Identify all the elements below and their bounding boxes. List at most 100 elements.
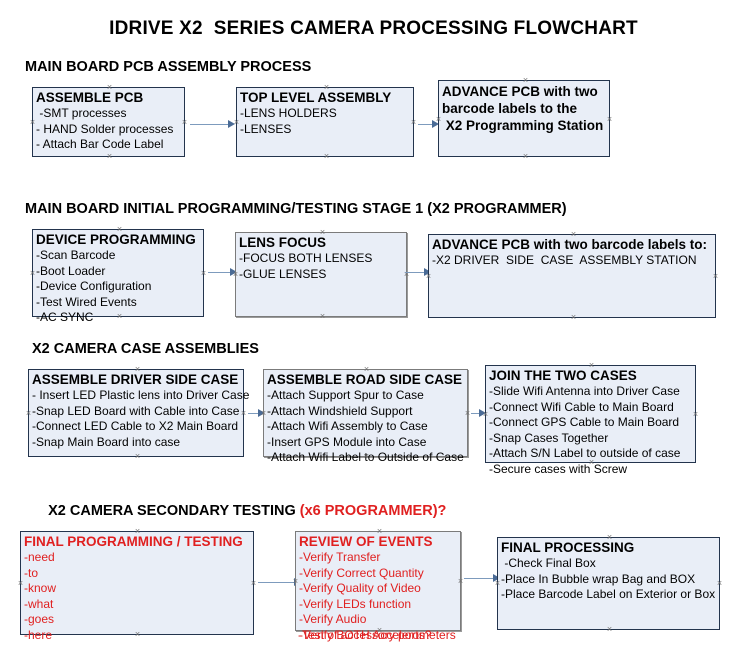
box-line: -Verify BOTH Accelerometers — [299, 627, 456, 642]
handle-left[interactable] — [233, 119, 240, 126]
handle-top[interactable] — [570, 231, 577, 238]
box-line: -Connect Wifi Cable to Main Board — [489, 399, 674, 414]
box-line: -Connect GPS Cable to Main Board — [489, 415, 680, 429]
handle-right[interactable] — [692, 411, 699, 418]
section-header-case-assemblies: X2 CAMERA CASE ASSEMBLIES — [32, 341, 259, 357]
box-line: -know — [24, 581, 57, 595]
box-final-programming-testing[interactable]: FINAL PROGRAMMING / TESTING -need -to -k… — [17, 528, 257, 642]
handle-bottom[interactable] — [570, 314, 577, 321]
handle-right[interactable] — [410, 119, 417, 126]
box-line: -Boot Loader — [36, 263, 106, 278]
box-line: -Verify Quality of Video — [299, 581, 421, 595]
connector-pcb-to-top-level — [190, 124, 230, 125]
box-title: ASSEMBLE DRIVER SIDE CASE — [32, 372, 239, 387]
box-line: -here — [24, 627, 53, 642]
section-header-label: X2 CAMERA SECONDARY TESTING — [48, 503, 300, 519]
box-line: -to — [24, 565, 39, 580]
handle-bottom[interactable] — [522, 153, 529, 160]
handle-top[interactable] — [116, 226, 123, 233]
handle-right[interactable] — [240, 410, 247, 417]
handle-left[interactable] — [17, 580, 24, 587]
box-line: -Snap Main Board into case — [32, 434, 181, 449]
box-line: -goes — [24, 612, 55, 626]
handle-left[interactable] — [25, 410, 32, 417]
handle-top[interactable] — [323, 84, 330, 91]
box-line: - Insert LED Plastic lens into Driver Ca… — [32, 388, 250, 402]
box-final-processing[interactable]: FINAL PROCESSING -Check Final Box -Place… — [497, 537, 720, 630]
handle-left[interactable] — [425, 273, 432, 280]
handle-right[interactable] — [250, 580, 257, 587]
handle-top[interactable] — [588, 362, 595, 369]
section-header-initial-programming: MAIN BOARD INITIAL PROGRAMMING/TESTING S… — [25, 201, 567, 217]
box-line: -X2 DRIVER SIDE CASE ASSEMBLY STATION — [432, 253, 697, 267]
box-review-of-events[interactable]: REVIEW OF EVENTS -Verify Transfer -Verif… — [292, 528, 464, 642]
box-title: TOP LEVEL ASSEMBLY — [240, 90, 392, 105]
handle-bottom[interactable] — [319, 313, 326, 320]
box-title: REVIEW OF EVENTS — [299, 534, 433, 549]
handle-right[interactable] — [606, 116, 613, 123]
handle-top[interactable] — [134, 528, 141, 535]
handle-top[interactable] — [606, 534, 613, 541]
box-assemble-road-side-case[interactable]: ASSEMBLE ROAD SIDE CASE -Attach Support … — [260, 366, 471, 464]
box-line: -Check Final Box — [501, 556, 596, 570]
box-line: -Connect LED Cable to X2 Main Board — [32, 419, 239, 433]
box-line: -Attach Windshield Support — [267, 403, 413, 418]
connector-driver-to-road-side — [248, 413, 262, 414]
handle-left[interactable] — [29, 270, 36, 277]
box-line: -Attach S/N Label to outside of case — [489, 446, 681, 460]
handle-top[interactable] — [106, 84, 113, 91]
handle-left[interactable] — [29, 119, 36, 126]
box-device-programming[interactable]: DEVICE PROGRAMMING -Scan Barcode -Boot L… — [29, 226, 207, 324]
box-line: -AC SYNC — [36, 310, 94, 324]
handle-left[interactable] — [435, 116, 442, 123]
handle-top[interactable] — [134, 366, 141, 373]
box-advance-pcb-driver-side[interactable]: ADVANCE PCB with two barcode labels to: … — [428, 234, 716, 318]
box-line: -GLUE LENSES — [239, 266, 327, 281]
handle-bottom[interactable] — [134, 453, 141, 460]
box-line: -LENS HOLDERS — [240, 106, 337, 120]
box-line: -Attach Support Spur to Case — [267, 388, 424, 402]
box-lens-focus[interactable]: LENS FOCUS -FOCUS BOTH LENSES -GLUE LENS… — [235, 232, 407, 317]
box-join-the-two-cases[interactable]: JOIN THE TWO CASES -Slide Wifi Antenna i… — [482, 362, 699, 476]
box-title: LENS FOCUS — [239, 235, 327, 250]
handle-right[interactable] — [716, 580, 723, 587]
box-assemble-pcb[interactable]: ASSEMBLE PCB -SMT processes - HAND Solde… — [32, 87, 185, 157]
handle-right[interactable] — [181, 119, 188, 126]
handle-left[interactable] — [482, 411, 489, 418]
box-line: barcode labels to the — [442, 101, 578, 116]
handle-right[interactable] — [464, 410, 471, 417]
handle-right[interactable] — [200, 270, 207, 277]
box-assemble-driver-side-case[interactable]: ASSEMBLE DRIVER SIDE CASE - Insert LED P… — [25, 366, 250, 460]
handle-left[interactable] — [260, 410, 267, 417]
connector-lens-focus-to-advance-driver — [405, 272, 428, 273]
box-line: -Test Wired Events — [36, 294, 137, 309]
handle-right[interactable] — [457, 578, 464, 585]
handle-bottom[interactable] — [363, 453, 370, 460]
box-line: X2 Programming Station — [442, 118, 604, 133]
box-line: -Device Configuration — [36, 279, 152, 293]
handle-top[interactable] — [376, 528, 383, 535]
box-title: DEVICE PROGRAMMING — [36, 232, 196, 247]
handle-top[interactable] — [319, 229, 326, 236]
box-top-level-assembly[interactable]: TOP LEVEL ASSEMBLY -LENS HOLDERS -LENSES — [236, 87, 414, 157]
box-line: -Place Barcode Label on Exterior or Box — [501, 587, 716, 601]
handle-left[interactable] — [292, 578, 299, 585]
connector-road-side-to-join — [471, 413, 483, 414]
box-title: FINAL PROGRAMMING / TESTING — [24, 534, 243, 549]
box-advance-pcb-programming-station[interactable]: ADVANCE PCB with two barcode labels to t… — [438, 80, 610, 157]
connector-final-programming-to-review — [258, 582, 298, 583]
handle-bottom[interactable] — [106, 153, 113, 160]
handle-right[interactable] — [712, 273, 719, 280]
handle-left[interactable] — [494, 580, 501, 587]
handle-top[interactable] — [363, 366, 370, 373]
handle-bottom[interactable] — [323, 153, 330, 160]
handle-bottom[interactable] — [588, 459, 595, 466]
handle-bottom[interactable] — [134, 631, 141, 638]
handle-bottom[interactable] — [606, 626, 613, 633]
handle-left[interactable] — [232, 271, 239, 278]
box-line: -Verify Transfer — [299, 550, 381, 564]
box-title: JOIN THE TWO CASES — [489, 368, 637, 383]
handle-bottom[interactable] — [116, 313, 123, 320]
handle-top[interactable] — [522, 77, 529, 84]
